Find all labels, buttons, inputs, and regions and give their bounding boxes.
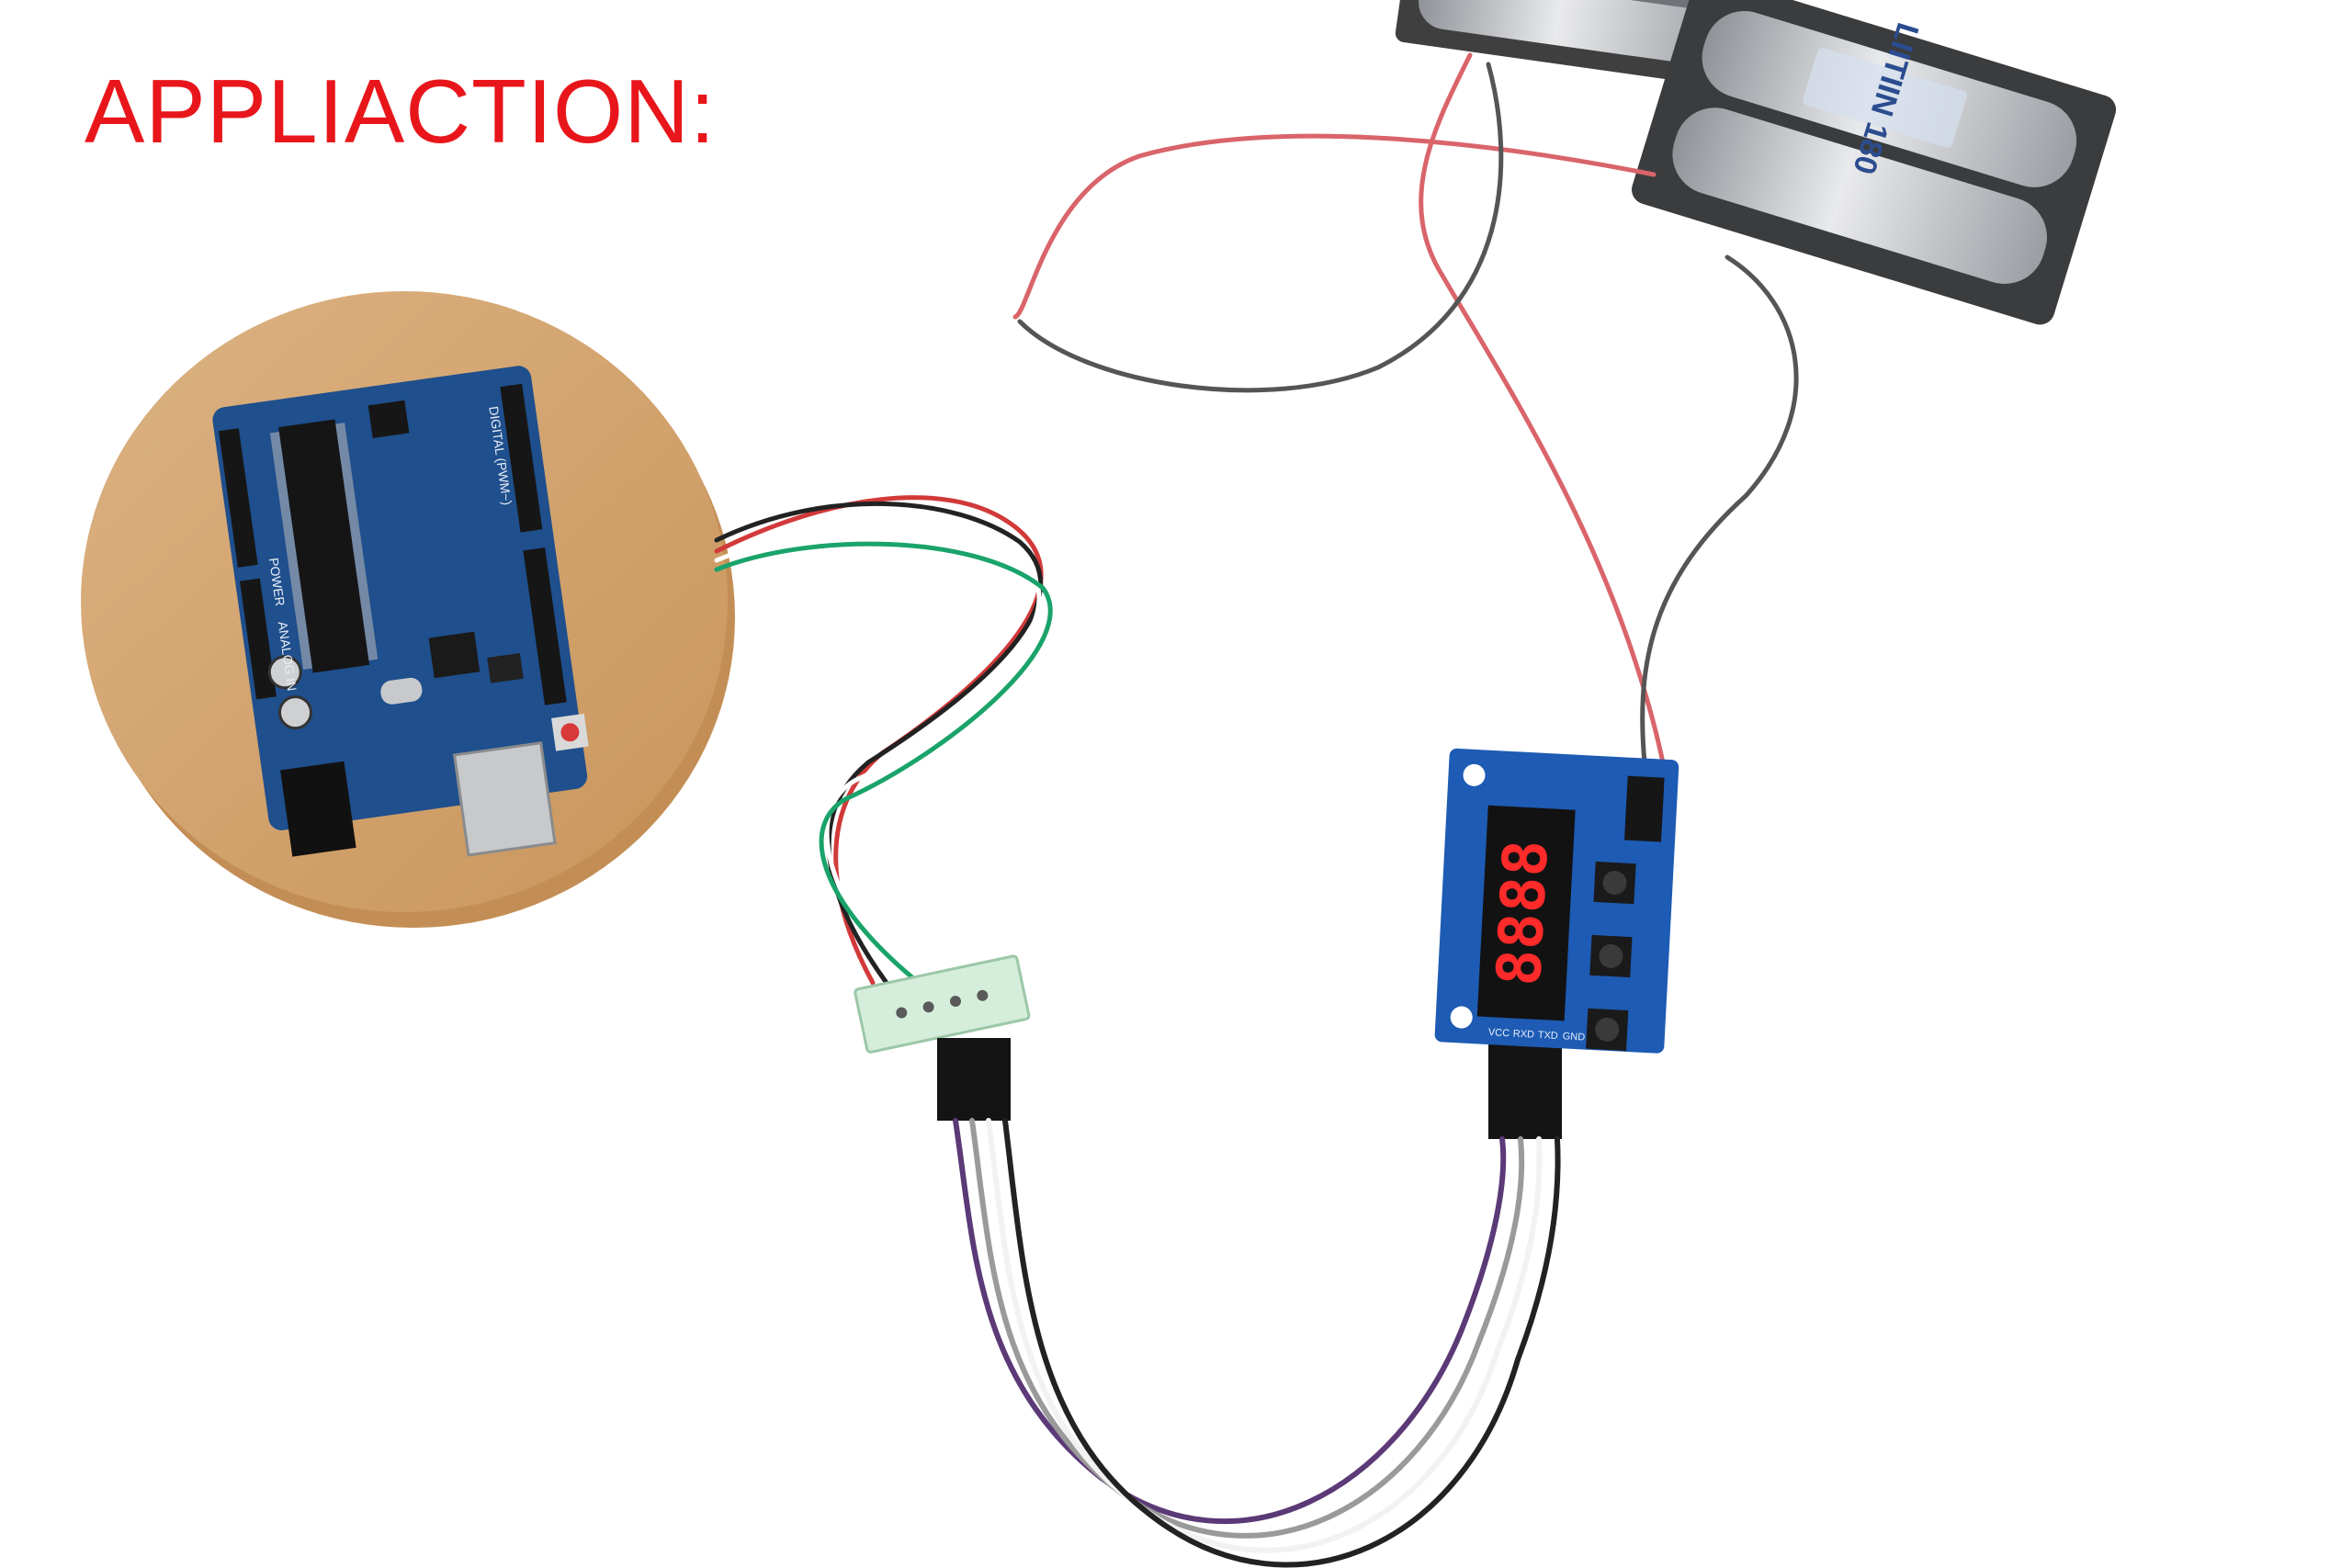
pin-label-txd: TXD [1537,1030,1558,1042]
arduino-board: POWER ANALOG IN DIGITAL (PWM~) [212,366,589,857]
button-3 [1586,1008,1629,1051]
adapter-board [854,954,1031,1054]
dupont-connector-left [937,1038,1011,1121]
battery-wires [1012,52,1799,765]
dupont-connector-right [1488,1043,1562,1139]
button-2 [1589,934,1633,978]
pin-label-vcc: VCC [1488,1027,1510,1039]
battery-pack: LIITIIN 180 [1395,0,2117,325]
sensor-cable [714,495,1053,986]
arduino-label-power: POWER [266,557,288,607]
button-1 [1593,861,1636,905]
pin-label-rxd: RXD [1513,1028,1535,1040]
caption-title: APPLIACTION: [85,61,717,162]
pin-label-gnd: GND [1562,1031,1585,1043]
jumper-wires [953,1118,1561,1568]
display-module: 8888 VCC RXD TXD GND [1434,748,1679,1054]
seven-segment-readout: 8888 [1484,838,1562,987]
